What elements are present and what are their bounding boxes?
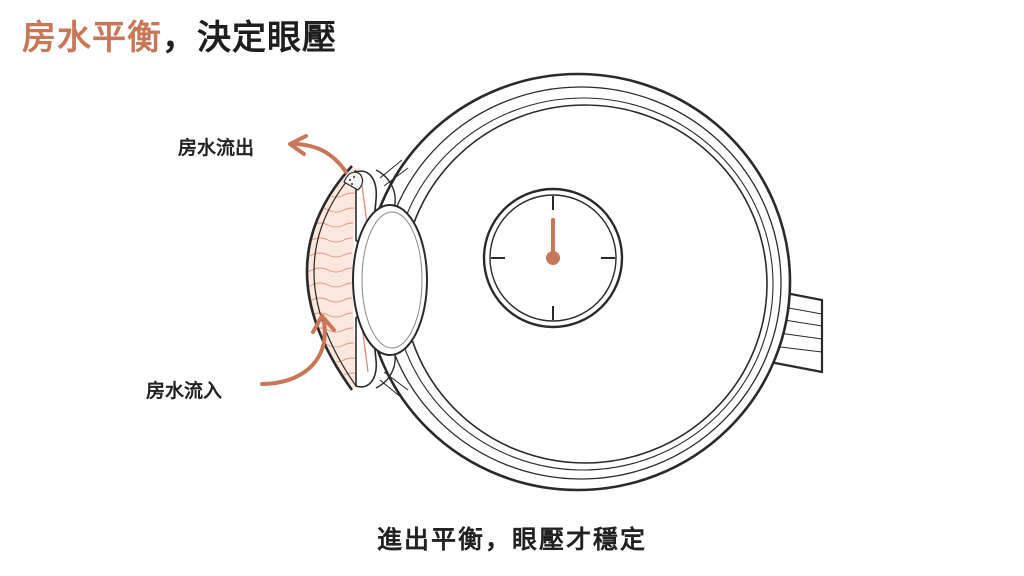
page-title: 房水平衡，決定眼壓 — [22, 18, 337, 58]
title-rest: ，決定眼壓 — [162, 18, 337, 58]
outflow-label: 房水流出 — [178, 137, 255, 159]
caption: 進出平衡，眼壓才穩定 — [376, 525, 647, 554]
title-accent: 房水平衡 — [22, 18, 162, 58]
outflow-arrow — [288, 134, 348, 174]
lens — [352, 204, 428, 356]
anterior-chamber — [305, 165, 360, 391]
pressure-gauge-icon — [482, 187, 624, 329]
inflow-label: 房水流入 — [146, 380, 223, 402]
inflow-arrow — [260, 314, 336, 386]
